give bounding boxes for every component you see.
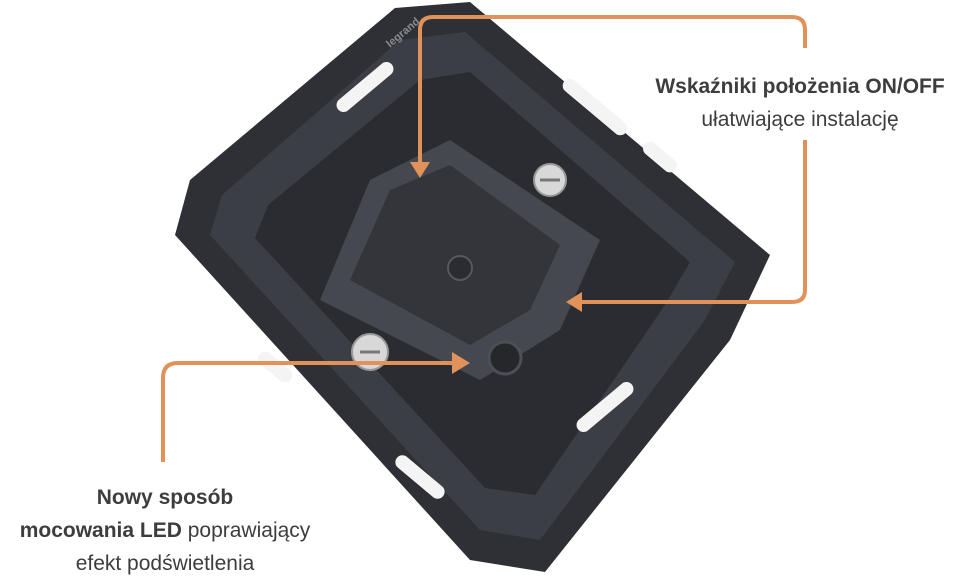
annotation-bottom-line3: efekt podświetlenia xyxy=(75,552,255,575)
arrowhead-top-icon xyxy=(410,162,430,178)
callout-line-top xyxy=(418,15,807,304)
annotation-on-off-indicators: Wskaźniki położenia ON/OFF ułatwiające i… xyxy=(620,70,970,136)
annotation-bottom-bold: mocowania LED xyxy=(19,519,182,542)
annotation-top-subtitle: ułatwiające instalację xyxy=(701,108,899,131)
annotation-bottom-title: Nowy sposób xyxy=(96,486,234,509)
callout-line-bottom xyxy=(161,361,455,462)
arrowhead-right-icon xyxy=(566,292,582,312)
annotation-bottom-regular: poprawiający xyxy=(181,519,311,542)
annotation-top-title: Wskaźniki położenia ON/OFF xyxy=(655,75,945,98)
annotation-led-mounting: Nowy sposób mocowania LED poprawiający e… xyxy=(0,481,350,580)
arrowhead-bottom-icon xyxy=(452,352,470,374)
switch-core xyxy=(320,140,600,380)
frame-slots xyxy=(258,62,677,499)
